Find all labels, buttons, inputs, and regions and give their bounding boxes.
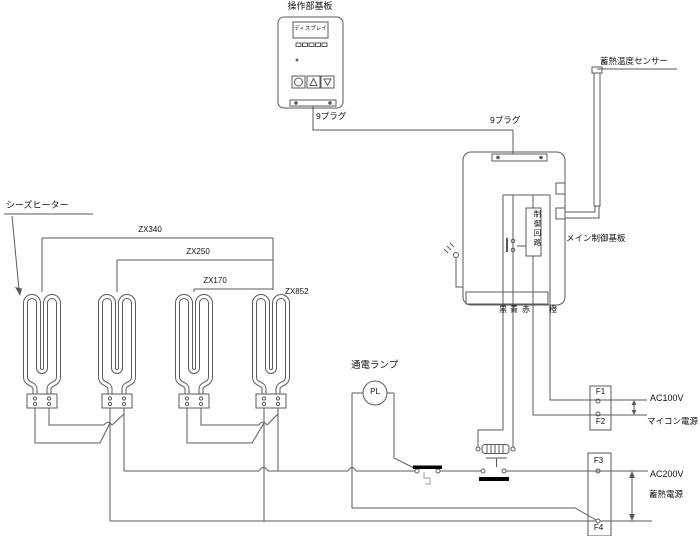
storage-power-label: 蓄熱電源 <box>649 489 684 499</box>
up-button <box>306 75 321 89</box>
heater-model-zx340: ZX340 <box>138 225 162 234</box>
main-control-board <box>443 151 566 306</box>
board-tab <box>555 207 566 220</box>
heater-callout-arrow <box>4 213 93 296</box>
heater-elements <box>23 294 290 396</box>
pilot-lamp <box>351 380 597 521</box>
heater-wiring <box>34 408 279 521</box>
operation-panel-title: 操作部基板 <box>287 1 333 11</box>
terminal-block-3 <box>178 393 210 409</box>
heater-model-zx250: ZX250 <box>186 247 210 256</box>
sensor-rod <box>593 72 601 207</box>
panel-connector <box>289 99 337 107</box>
fuse-f3-label: F3 <box>593 456 604 465</box>
panel-buttons <box>291 75 335 89</box>
panel-led-dot <box>295 58 299 62</box>
fuse-holder-f1-f2 <box>589 385 612 431</box>
indicator-leds <box>295 42 328 47</box>
operation-panel-outline <box>277 16 344 109</box>
heater-1 <box>23 294 61 396</box>
heater-4 <box>252 294 290 396</box>
lamp-label: 通電ランプ <box>351 360 399 371</box>
wire-label-black: 黒 <box>499 305 507 314</box>
heater-2 <box>98 294 136 396</box>
heater-section-label: シーズヒーター <box>6 200 69 210</box>
plug-wire <box>312 106 514 154</box>
down-button <box>320 75 335 89</box>
temperature-sensor <box>565 66 677 219</box>
micom-power-label: マイコン電源 <box>647 416 699 426</box>
heater-model-zx852: ZX852 <box>285 287 309 296</box>
ac200v-span-arrow <box>629 471 635 521</box>
plug-label-left: 9プラグ <box>316 111 347 121</box>
relay-contact <box>479 468 509 481</box>
manual-switch <box>413 465 442 485</box>
terminal-block-4 <box>255 393 287 409</box>
control-circuit-label: 制御回路 <box>533 210 542 248</box>
plug-label-right: 9プラグ <box>490 115 521 125</box>
round-button <box>291 75 306 89</box>
board-bottom-terminal <box>465 291 549 305</box>
bus-lines <box>110 467 652 522</box>
main-board-label: メイン制御基板 <box>566 233 626 243</box>
terminal-blocks <box>26 393 287 409</box>
terminal-block-1 <box>26 393 58 409</box>
wire-black <box>477 195 504 447</box>
heater-model-zx170: ZX170 <box>203 276 227 285</box>
relay-coil <box>475 444 516 467</box>
display-box <box>292 21 329 39</box>
terminal-block-2 <box>101 393 133 409</box>
wire-label-orange: 橙 <box>549 305 557 314</box>
lamp-symbol: PL <box>370 387 380 396</box>
wire-orange <box>549 195 647 401</box>
sensor-label: 蓄熱温度センサー <box>600 56 669 66</box>
ac100v-span-arrow <box>631 400 637 415</box>
fuse-f1-label: F1 <box>595 387 606 396</box>
heater-3 <box>175 294 213 396</box>
heater-model-brackets <box>41 237 274 292</box>
fuse-f4-label: F4 <box>593 523 604 532</box>
ac200v-label: AC200V <box>650 469 684 479</box>
wire-red <box>532 195 647 416</box>
chassis-ground <box>443 242 463 288</box>
board-connector <box>491 153 548 162</box>
wire-label-red: 赤 <box>522 305 530 314</box>
display-label: ディスプレイ <box>294 26 327 32</box>
fuse-f2-label: F2 <box>595 417 606 426</box>
board-tab <box>555 182 566 195</box>
wire-label-blue: 青 <box>510 305 518 314</box>
fuse-holder-f3-f4 <box>587 452 612 536</box>
ac100v-label: AC100V <box>650 393 684 403</box>
